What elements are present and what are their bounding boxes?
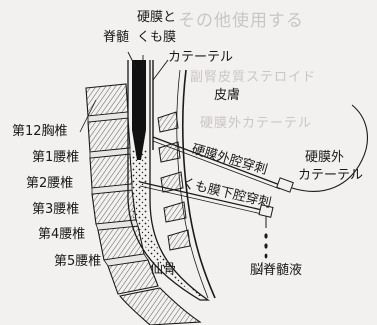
posterior-elements	[157, 111, 191, 251]
label-skin: 皮膚	[214, 88, 241, 103]
label-dura-and-arachnoid-1: 硬膜と	[137, 10, 177, 25]
label-l2: 第2腰椎	[26, 176, 74, 191]
csf-drop-icon	[264, 233, 268, 259]
label-sacrum: 仙骨	[150, 262, 177, 277]
bleed-through-text-1: その他使用する	[178, 11, 304, 31]
label-l1: 第1腰椎	[32, 150, 80, 165]
label-spinal-cord: 脊髄	[103, 30, 130, 45]
label-l3: 第3腰椎	[32, 202, 80, 217]
label-dura-and-arachnoid-2: くも膜	[137, 30, 177, 45]
label-epidural-catheter-1: 硬膜外	[305, 150, 345, 165]
label-catheter: カテーテル	[168, 50, 234, 65]
vertebral-bodies	[85, 83, 159, 295]
label-l5: 第5腰椎	[54, 254, 102, 269]
label-t12: 第12胸椎	[12, 124, 68, 139]
label-epidural-catheter-2: カテーテル	[298, 168, 364, 183]
vertebra-l3	[91, 189, 137, 225]
vertebra-t12	[85, 83, 129, 117]
spinal-cord	[132, 60, 146, 160]
csf-space	[131, 150, 202, 296]
skin-line	[181, 69, 216, 299]
vertebra-l1	[87, 117, 131, 153]
sacrum-shape	[119, 287, 202, 325]
epidural-catheter-line	[291, 104, 368, 192]
dural-sac	[127, 60, 211, 301]
bleed-through-text-2: 副腎皮質ステロイド	[190, 70, 317, 85]
vertebra-l2	[89, 153, 133, 189]
label-l4: 第4腰椎	[38, 227, 86, 242]
bleed-through-text-3: 硬膜外カテーテル	[200, 116, 313, 131]
epidural-needle-icon	[152, 136, 294, 193]
label-csf: 脳脊髄液	[250, 263, 303, 278]
subarachnoid-needle-icon	[139, 181, 274, 228]
